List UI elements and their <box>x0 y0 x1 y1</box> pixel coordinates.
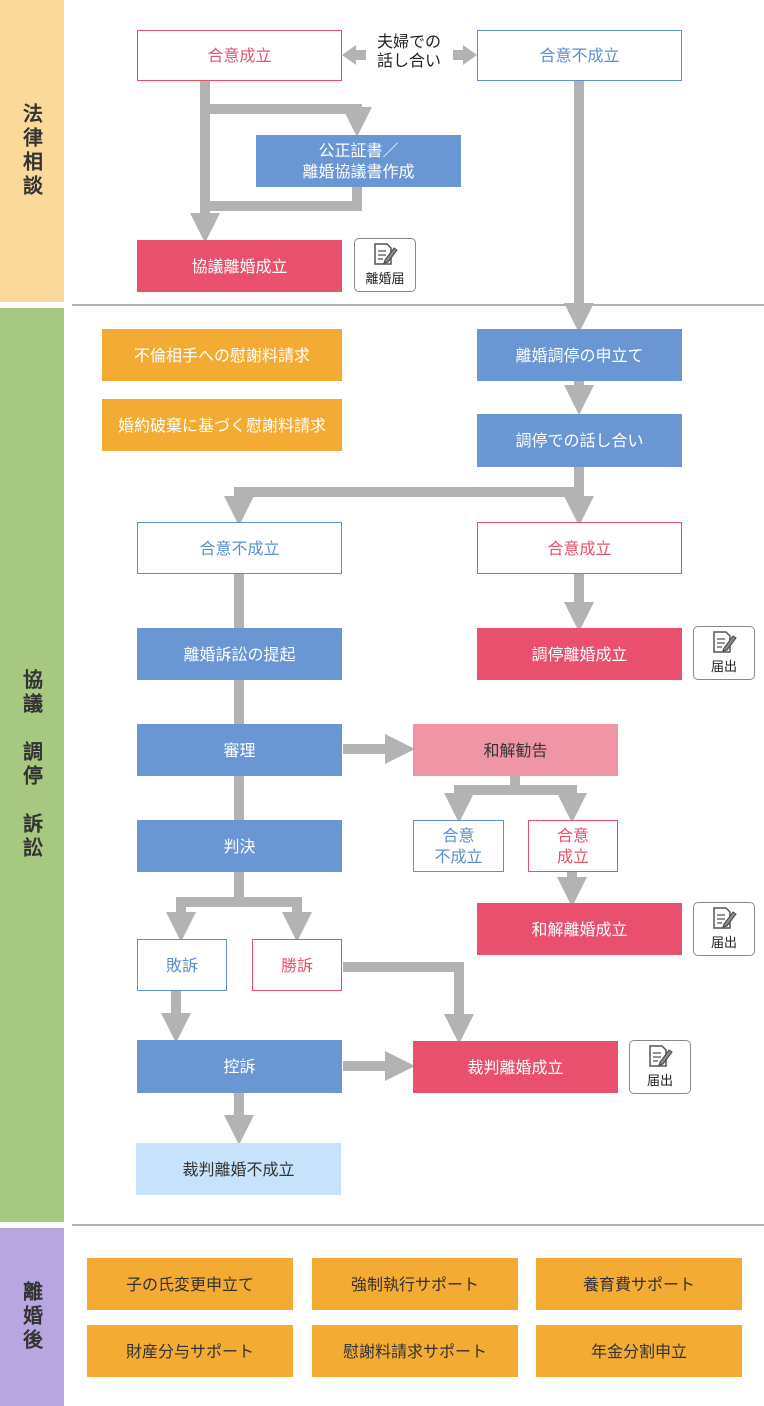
node-agree-mid-text: 合意成立 <box>547 538 612 558</box>
document-pen-icon <box>713 631 737 653</box>
node-trial: 審理 <box>137 724 342 776</box>
after-item-text: 養育費サポート <box>582 1274 695 1294</box>
node-affair-claim-text: 不倫相手への慰謝料請求 <box>133 345 310 365</box>
node-engagement-claim-text: 婚約破棄に基づく慰謝料請求 <box>117 415 326 435</box>
node-notarial-text: 公正証書／ 離婚協議書作成 <box>302 141 415 181</box>
node-kyogi-divorce: 協議離婚成立 <box>137 240 342 292</box>
node-settle-disagree: 合意 不成立 <box>413 820 504 872</box>
doc-todokede-3-text: 届出 <box>646 1074 673 1089</box>
section-divider-1 <box>72 304 764 306</box>
after-item-property-division: 財産分与サポート <box>87 1325 293 1377</box>
node-lawsuit-text: 離婚訴訟の提起 <box>183 644 296 664</box>
node-mediation-petition-text: 離婚調停の申立て <box>515 345 644 365</box>
node-settlement-divorce-text: 和解離婚成立 <box>531 919 628 939</box>
doc-todokede-3: 届出 <box>629 1040 691 1094</box>
node-disagree-top-text: 合意不成立 <box>539 46 620 65</box>
doc-todokede-1-text: 届出 <box>710 660 737 675</box>
section-after-band: 離婚後 <box>0 1228 64 1406</box>
node-mediation-divorce: 調停離婚成立 <box>477 628 682 680</box>
after-item-child-surname: 子の氏変更申立て <box>87 1258 293 1310</box>
arrow-settlement-to-agree <box>515 785 587 823</box>
node-lawsuit: 離婚訴訟の提起 <box>137 628 342 680</box>
node-mediation-talk: 調停での話し合い <box>477 414 682 467</box>
node-settlement-rec: 和解勧告 <box>413 724 618 776</box>
section-legal-label: 法律相談 <box>19 103 44 199</box>
after-item-child-support: 養育費サポート <box>536 1258 742 1310</box>
document-pen-icon <box>649 1045 673 1067</box>
node-win: 勝訴 <box>252 939 342 991</box>
after-item-consolation: 慰謝料請求サポート <box>312 1325 518 1377</box>
node-mediation-divorce-text: 調停離婚成立 <box>531 644 628 664</box>
document-pen-icon <box>713 907 737 929</box>
section-after-label: 離婚後 <box>19 1281 44 1353</box>
node-agree-top: 合意成立 <box>137 30 342 81</box>
arrow-win-to-judicial <box>343 962 474 1044</box>
arrow-settlement-to-disagree <box>444 776 520 823</box>
node-affair-claim: 不倫相手への慰謝料請求 <box>102 329 342 381</box>
section-mediation-band: 協議 調停 訴訟 <box>0 308 64 1222</box>
doc-rikon-todoke-text: 離婚届 <box>365 272 405 287</box>
doc-todokede-2: 届出 <box>693 902 755 956</box>
after-item-text: 年金分割申立 <box>590 1341 687 1361</box>
node-judicial-fail: 裁判離婚不成立 <box>136 1143 341 1195</box>
node-appeal: 控訴 <box>137 1040 342 1093</box>
node-notarial: 公正証書／ 離婚協議書作成 <box>256 135 461 187</box>
node-judicial-fail-text: 裁判離婚不成立 <box>182 1159 295 1179</box>
node-judgment-text: 判決 <box>223 836 256 856</box>
after-item-text: 強制執行サポート <box>350 1274 479 1294</box>
node-mediation-petition: 離婚調停の申立て <box>477 329 682 381</box>
node-trial-text: 審理 <box>223 740 256 760</box>
node-judgment: 判決 <box>137 820 342 872</box>
section-mediation-label: 協議 調停 訴訟 <box>19 669 44 861</box>
section-legal-band: 法律相談 <box>0 0 64 302</box>
arrow-agree-to-notarial <box>205 104 372 137</box>
node-agree-top-text: 合意成立 <box>207 46 272 65</box>
arrow-judgment-to-win <box>239 897 312 942</box>
node-settlement-divorce: 和解離婚成立 <box>477 903 682 955</box>
node-judicial-divorce: 裁判離婚成立 <box>413 1041 618 1093</box>
arrow-talk-to-disagree-mid <box>224 487 579 526</box>
after-item-text: 子の氏変更申立て <box>125 1274 254 1294</box>
doc-todokede-1: 届出 <box>693 626 755 680</box>
node-judicial-divorce-text: 裁判離婚成立 <box>467 1057 564 1077</box>
node-win-text: 勝訴 <box>280 955 313 975</box>
node-engagement-claim: 婚約破棄に基づく慰謝料請求 <box>102 399 342 451</box>
after-item-text: 慰謝料請求サポート <box>342 1341 487 1361</box>
arrow-notarial-to-kyogi <box>205 187 362 211</box>
node-kyogi-divorce-text: 協議離婚成立 <box>191 256 288 276</box>
doc-todokede-2-text: 届出 <box>710 936 737 951</box>
document-pen-icon <box>374 243 398 265</box>
after-item-enforcement: 強制執行サポート <box>312 1258 518 1310</box>
node-settlement-rec-text: 和解勧告 <box>483 740 548 760</box>
node-settle-disagree-text: 合意 不成立 <box>434 826 483 866</box>
node-appeal-text: 控訴 <box>223 1057 256 1076</box>
section-divider-2 <box>72 1224 764 1226</box>
doc-rikon-todoke: 離婚届 <box>354 238 416 292</box>
node-disagree-top: 合意不成立 <box>477 30 682 81</box>
node-mediation-talk-text: 調停での話し合い <box>515 431 644 450</box>
after-item-text: 財産分与サポート <box>125 1341 254 1361</box>
node-disagree-mid-text: 合意不成立 <box>199 538 280 558</box>
node-disagree-mid: 合意不成立 <box>137 522 342 574</box>
node-settle-agree: 合意 成立 <box>528 820 618 872</box>
node-settle-agree-text: 合意 成立 <box>556 826 589 866</box>
node-talk-label: 夫婦での 話し合い <box>376 32 441 70</box>
node-lose: 敗訴 <box>137 939 227 991</box>
node-agree-mid: 合意成立 <box>477 522 682 574</box>
arrow-judgment-to-lose <box>166 897 239 942</box>
after-item-pension-split: 年金分割申立 <box>536 1325 742 1377</box>
node-lose-text: 敗訴 <box>165 955 198 975</box>
